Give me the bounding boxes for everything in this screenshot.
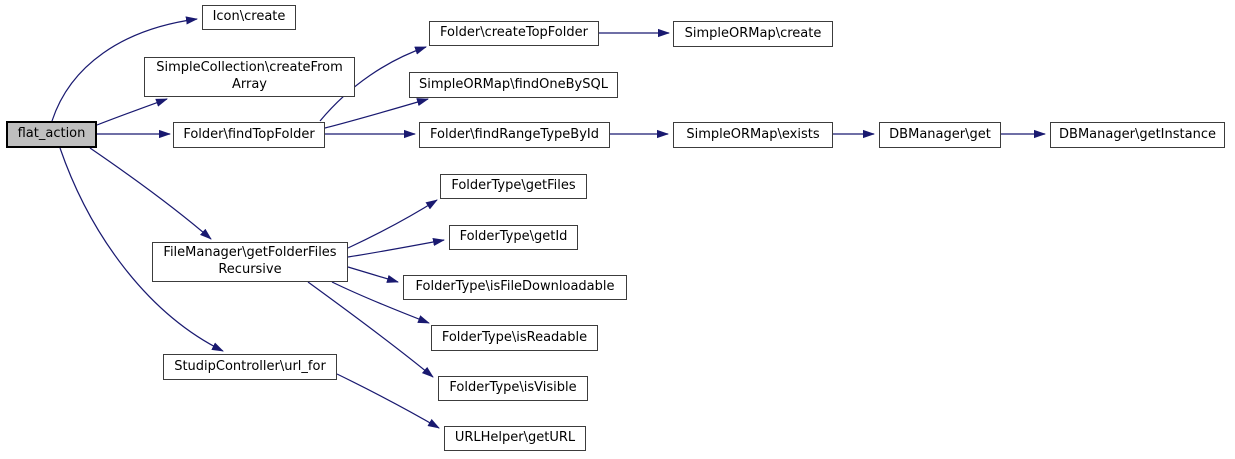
edge-filemanager-to-foldertype-isfiledownloadable <box>347 266 399 283</box>
node-folder-findrangetypebyid[interactable]: Folder\findRangeTypeById <box>419 122 610 148</box>
node-dbmanager-getinstance[interactable]: DBManager\getInstance <box>1050 122 1225 148</box>
edge-filemanager-to-foldertype-getid <box>347 237 445 258</box>
node-foldertype-isreadable[interactable]: FolderType\isReadable <box>431 325 598 351</box>
node-simpleormap-create[interactable]: SimpleORMap\create <box>673 21 833 47</box>
node-flat-action: flat_action <box>6 121 97 148</box>
node-folder-createtopfolder[interactable]: Folder\createTopFolder <box>429 21 599 46</box>
node-dbmanager-get[interactable]: DBManager\get <box>879 122 1001 148</box>
node-foldertype-getfiles[interactable]: FolderType\getFiles <box>440 174 587 199</box>
edge-flat-action-to-simplecollection-createfromarray <box>96 98 168 126</box>
node-icon-create[interactable]: Icon\create <box>202 5 296 30</box>
edge-filemanager-to-foldertype-getfiles <box>347 199 438 249</box>
node-studipcontroller-url-for[interactable]: StudipController\url_for <box>163 354 337 380</box>
edge-filemanager-to-foldertype-isreadable <box>331 281 430 324</box>
node-foldertype-isvisible[interactable]: FolderType\isVisible <box>438 376 588 401</box>
edge-flat-action-to-icon-create <box>51 16 198 122</box>
node-simpleormap-findonebysql[interactable]: SimpleORMap\findOneBySQL <box>409 72 618 98</box>
edge-folder-findtopfolder-to-simpleormap-findonebysql <box>324 98 429 129</box>
node-foldertype-isfiledownloadable[interactable]: FolderType\isFileDownloadable <box>403 275 627 300</box>
edge-folder-findtopfolder-to-folder-createtopfolder <box>319 46 427 122</box>
edge-flat-action-to-studipcontroller-url-for <box>59 147 224 352</box>
node-urlhelper-geturl[interactable]: URLHelper\getURL <box>444 426 586 451</box>
node-folder-findtopfolder[interactable]: Folder\findTopFolder <box>173 122 325 148</box>
edge-flat-action-to-filemanager-getfolderfilesrecursive <box>89 147 212 240</box>
edge-filemanager-to-foldertype-isvisible <box>307 281 434 378</box>
node-foldertype-getid[interactable]: FolderType\getId <box>449 225 578 250</box>
edge-studipcontroller-url-for-to-urlhelper-geturl <box>336 373 440 429</box>
node-filemanager-getfolderfilesrecursive[interactable]: FileManager\getFolderFiles Recursive <box>152 242 348 282</box>
node-simpleormap-exists[interactable]: SimpleORMap\exists <box>673 122 833 148</box>
node-simplecollection-createfromarray[interactable]: SimpleCollection\createFrom Array <box>144 57 355 97</box>
